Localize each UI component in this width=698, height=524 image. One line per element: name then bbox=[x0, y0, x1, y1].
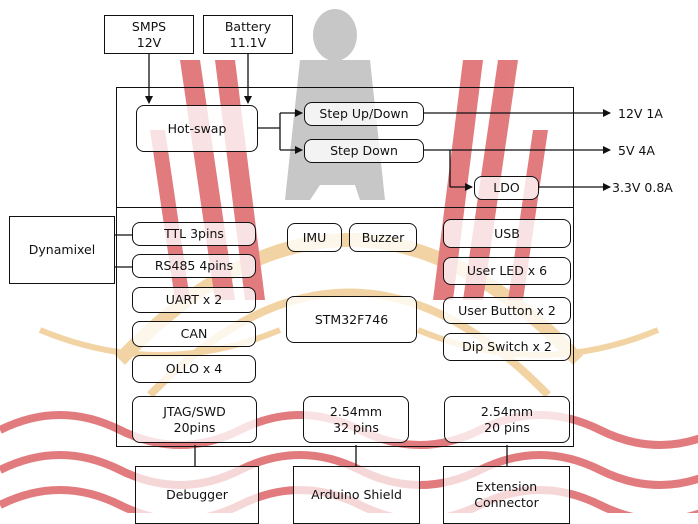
output-5v-label: 5V 4A bbox=[618, 143, 688, 158]
output-3v3-label: 3.3V 0.8A bbox=[612, 180, 692, 195]
output-12v-label: 12V 1A bbox=[618, 106, 688, 121]
header-32pin: 2.54mm 32 pins bbox=[303, 396, 409, 443]
dynamixel-box: Dynamixel bbox=[9, 216, 115, 284]
arduino-shield-box: Arduino Shield bbox=[293, 466, 420, 524]
hot-swap-block: Hot-swap bbox=[136, 105, 258, 152]
extension-connector-box: Extension Connector bbox=[443, 466, 570, 524]
user-led-block: User LED x 6 bbox=[443, 257, 571, 285]
block-diagram: SMPS 12V Battery 11.1V Hot-swap Step Up/… bbox=[0, 0, 698, 513]
ollo-block: OLLO x 4 bbox=[132, 355, 256, 383]
ldo-block: LDO bbox=[474, 176, 539, 200]
battery-input-box: Battery 11.1V bbox=[203, 15, 293, 54]
uart-block: UART x 2 bbox=[132, 287, 256, 313]
dip-switch-block: Dip Switch x 2 bbox=[443, 333, 571, 361]
rs485-port-block: RS485 4pins bbox=[132, 254, 256, 278]
ttl-port-block: TTL 3pins bbox=[132, 222, 256, 246]
can-block: CAN bbox=[132, 321, 256, 347]
step-up-down-block: Step Up/Down bbox=[304, 102, 424, 126]
imu-block: IMU bbox=[287, 223, 342, 252]
header-20pin: 2.54mm 20 pins bbox=[444, 396, 570, 443]
debugger-box: Debugger bbox=[135, 466, 259, 524]
step-down-block: Step Down bbox=[304, 139, 424, 163]
user-button-block: User Button x 2 bbox=[443, 297, 571, 324]
smps-input-box: SMPS 12V bbox=[104, 15, 194, 54]
jtag-swd-header: JTAG/SWD 20pins bbox=[132, 396, 257, 443]
buzzer-block: Buzzer bbox=[349, 223, 417, 252]
mcu-block: STM32F746 bbox=[286, 296, 417, 343]
usb-block: USB bbox=[443, 219, 571, 248]
